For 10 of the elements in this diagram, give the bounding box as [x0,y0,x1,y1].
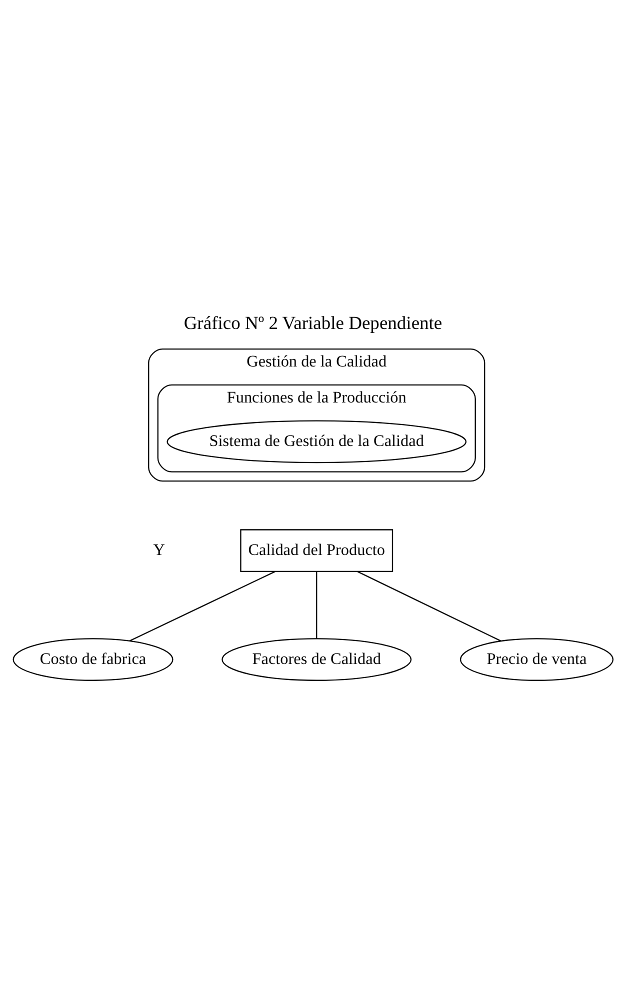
connector [357,570,502,641]
label: Y [153,540,165,558]
node-ellipse: Costo de fabrica [12,638,174,680]
connector [316,571,318,638]
node-ellipse: Sistema de Gestión de la Calidad [166,420,466,463]
node-ellipse: Factores de Calidad [222,638,412,680]
node-ellipse: Precio de venta [460,638,614,680]
node-box: Calidad del Producto [240,528,394,572]
connector [129,570,276,641]
diagram-title: Gráfico Nº 2 Variable Dependiente [184,312,442,334]
